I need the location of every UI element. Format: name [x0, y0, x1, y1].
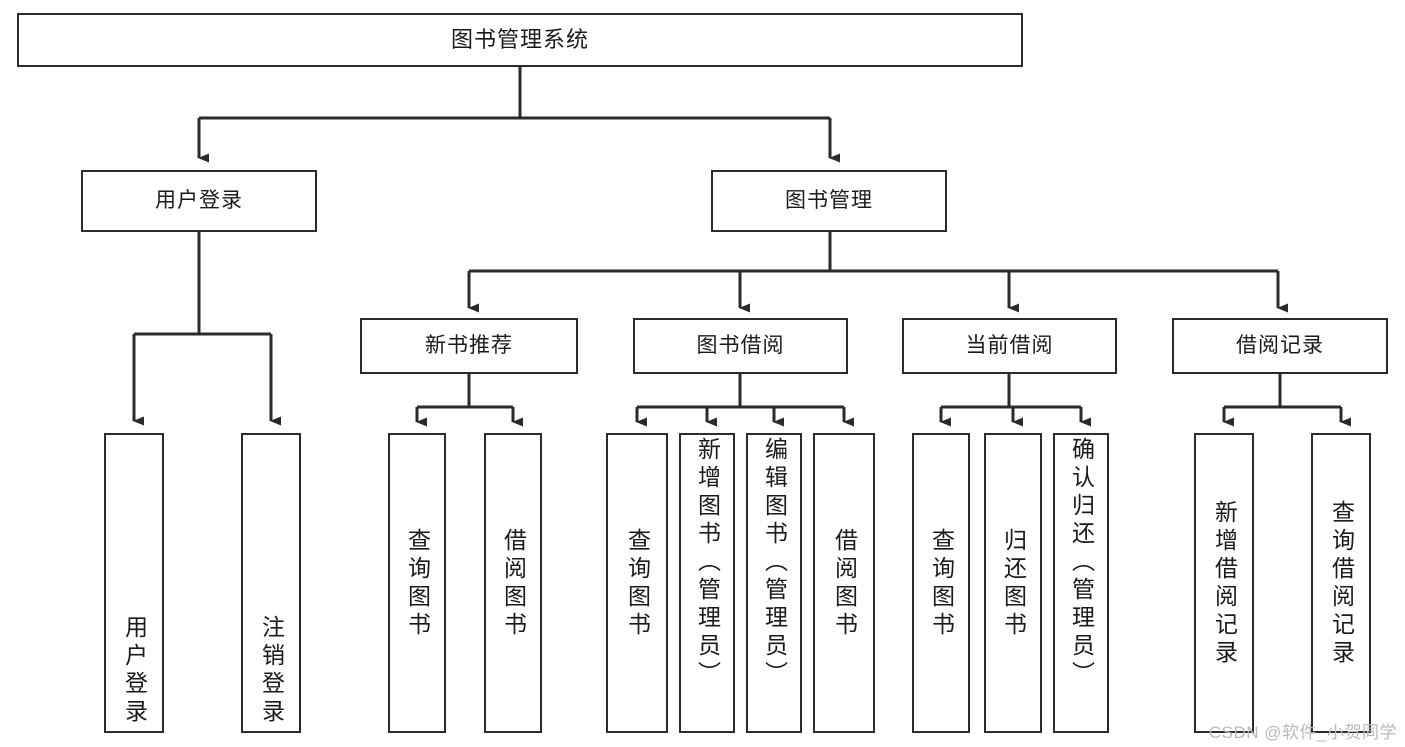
node-root-label: 图书管理系统: [450, 27, 589, 53]
leaf-query-book-1[interactable]: 查询图书: [388, 433, 446, 733]
leaf-logout[interactable]: 注销登录: [241, 433, 301, 733]
leaf-query-record[interactable]: 查询借阅记录: [1311, 433, 1371, 733]
leaf-logout-label: 注销登录: [258, 615, 285, 727]
leaf-user-login[interactable]: 用户登录: [104, 433, 164, 733]
leaf-query-book-1-label: 查询图书: [404, 528, 431, 640]
node-root[interactable]: 图书管理系统: [17, 13, 1023, 67]
leaf-borrow-book-1-label: 借阅图书: [500, 528, 527, 640]
node-new-book-recommend[interactable]: 新书推荐: [360, 318, 578, 374]
leaf-return-book-label: 归还图书: [1000, 528, 1027, 640]
leaf-query-record-label: 查询借阅记录: [1328, 500, 1355, 668]
node-current-borrow-label: 当前借阅: [965, 333, 1054, 357]
leaf-borrow-book-2[interactable]: 借阅图书: [813, 433, 875, 733]
leaf-query-book-3-label: 查询图书: [928, 528, 955, 640]
node-user-login-label: 用户登录: [155, 188, 243, 212]
node-borrow-record[interactable]: 借阅记录: [1172, 318, 1388, 374]
leaf-query-book-3[interactable]: 查询图书: [912, 433, 970, 733]
leaf-edit-book-label: 编辑图书（管理员）: [761, 437, 788, 689]
leaf-return-book[interactable]: 归还图书: [984, 433, 1042, 733]
watermark: CSDN @软件_小贺同学: [1208, 723, 1397, 742]
leaf-confirm-return[interactable]: 确认归还（管理员）: [1053, 433, 1109, 733]
leaf-confirm-return-label: 确认归还（管理员）: [1068, 437, 1095, 689]
node-book-manage[interactable]: 图书管理: [711, 170, 947, 232]
node-borrow-record-label: 借阅记录: [1236, 333, 1324, 357]
node-user-login[interactable]: 用户登录: [81, 170, 317, 232]
node-book-manage-label: 图书管理: [785, 188, 873, 212]
leaf-borrow-book-1[interactable]: 借阅图书: [484, 433, 542, 733]
leaf-query-book-2[interactable]: 查询图书: [606, 433, 668, 733]
node-book-borrow[interactable]: 图书借阅: [633, 318, 848, 374]
leaf-query-book-2-label: 查询图书: [624, 528, 651, 640]
leaf-user-login-label: 用户登录: [121, 615, 148, 727]
leaf-add-record[interactable]: 新增借阅记录: [1194, 433, 1254, 733]
leaf-edit-book[interactable]: 编辑图书（管理员）: [746, 433, 802, 733]
leaf-borrow-book-2-label: 借阅图书: [831, 528, 858, 640]
node-current-borrow[interactable]: 当前借阅: [902, 318, 1117, 374]
node-book-borrow-label: 图书借阅: [696, 333, 785, 357]
leaf-add-record-label: 新增借阅记录: [1211, 500, 1238, 668]
node-new-book-recommend-label: 新书推荐: [425, 333, 513, 357]
leaf-add-book-label: 新增图书（管理员）: [694, 437, 721, 689]
leaf-add-book[interactable]: 新增图书（管理员）: [679, 433, 735, 733]
